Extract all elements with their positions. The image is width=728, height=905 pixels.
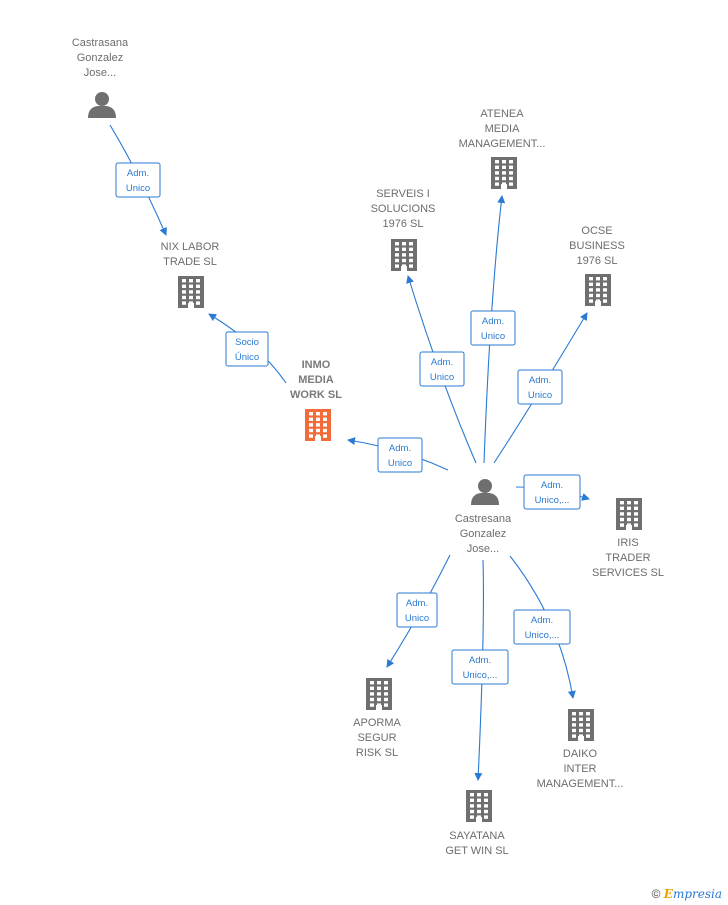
node-label-line: TRADE SL [163, 256, 217, 268]
node-atenea[interactable]: ATENEA MEDIA MANAGEMENT... [459, 108, 546, 189]
brand-logo: Empresia [663, 887, 722, 901]
building-icon [466, 790, 492, 822]
edge-person_center-to-aporma[interactable]: Adm. Unico [386, 554, 451, 668]
edge-label-line: Adm. [541, 480, 563, 491]
empresia-watermark: © Empresia [652, 887, 722, 901]
building-icon [305, 409, 331, 441]
edge-label-line: Único [235, 352, 259, 363]
node-label-line: NIX LABOR [161, 241, 220, 253]
edge-label-box[interactable] [225, 331, 269, 367]
node-label-line: WORK SL [290, 389, 342, 401]
edge-label-line: Adm. [431, 357, 453, 368]
node-label-line: 1976 SL [383, 218, 424, 230]
building-icon [568, 709, 594, 741]
edge-person_center-to-inmo[interactable]: Adm. Unico [347, 437, 449, 473]
edge-label-line: Unico [430, 372, 454, 383]
node-label-line: MANAGEMENT... [537, 778, 624, 790]
building-icon [585, 274, 611, 306]
node-label-line: Castresana [455, 513, 512, 525]
building-icon [178, 276, 204, 308]
node-sayatana[interactable]: SAYATANA GET WIN SL [445, 790, 509, 857]
edge-label-line: Socio [235, 337, 259, 348]
edge-label-line: Adm. [482, 316, 504, 327]
edge-person_center-to-daiko[interactable]: Adm. Unico,... [509, 555, 576, 699]
edge-label-box[interactable] [523, 474, 581, 510]
building-icon [616, 498, 642, 530]
node-label-line: BUSINESS [569, 240, 625, 252]
node-label-line: ATENEA [480, 108, 524, 120]
edge-label-line: Unico [126, 183, 150, 194]
node-label-line: APORMA [353, 717, 401, 729]
node-label-line: Gonzalez [77, 52, 123, 64]
edge-person_center-to-ocse[interactable]: Adm. Unico [493, 312, 588, 464]
node-inmo[interactable]: INMO MEDIA WORK SL [290, 359, 342, 441]
edge-person_center-to-atenea[interactable]: Adm. Unico [470, 195, 516, 464]
node-label-line: SERVEIS I [376, 188, 430, 200]
node-label-line: TRADER [605, 552, 650, 564]
node-label-line: MEDIA [485, 123, 521, 135]
node-daiko[interactable]: DAIKO INTER MANAGEMENT... [537, 709, 624, 790]
edge-label-line: Adm. [531, 615, 553, 626]
node-label-line: MANAGEMENT... [459, 138, 546, 150]
copyright-symbol: © [651, 887, 661, 901]
node-ocse[interactable]: OCSE BUSINESS 1976 SL [569, 225, 625, 306]
node-label-line: Jose... [84, 67, 116, 79]
edge-label-box[interactable] [470, 310, 516, 346]
edges-layer: Adm.UnicoSocioÚnicoAdm.UnicoAdm.UnicoAdm… [109, 124, 590, 781]
person-icon [88, 92, 116, 118]
node-label-line: RISK SL [356, 747, 398, 759]
edge-label-box[interactable] [396, 592, 438, 628]
edge-label-line: Unico [528, 390, 552, 401]
person-icon [471, 479, 499, 505]
edge-label-line: Adm. [406, 598, 428, 609]
edge-label-box[interactable] [419, 351, 465, 387]
edge-person_center-to-sayatana[interactable]: Adm. Unico,... [451, 559, 509, 781]
node-label-line: Gonzalez [460, 528, 506, 540]
building-icon [366, 678, 392, 710]
node-label-line: SERVICES SL [592, 567, 664, 579]
edge-label-line: Unico [481, 331, 505, 342]
edge-label-line: Adm. [529, 375, 551, 386]
edge-label-line: Unico,... [535, 495, 570, 506]
edge-person_center-to-serveis[interactable]: Adm. Unico [406, 275, 477, 464]
node-label-line: INMO [302, 359, 331, 371]
node-label-line: OCSE [581, 225, 612, 237]
node-label-line: INTER [564, 763, 597, 775]
node-label-line: Castrasana [72, 37, 129, 49]
node-iris[interactable]: IRIS TRADER SERVICES SL [592, 498, 664, 579]
edge-label-box[interactable] [517, 369, 563, 405]
building-icon [391, 239, 417, 271]
node-label-line: DAIKO [563, 748, 598, 760]
edge-label-line: Adm. [127, 168, 149, 179]
edge-label-line: Unico [405, 613, 429, 624]
node-label-line: GET WIN SL [445, 845, 508, 857]
edge-label-line: Unico,... [463, 670, 498, 681]
node-label-line: SOLUCIONS [371, 203, 436, 215]
node-aporma[interactable]: APORMA SEGUR RISK SL [353, 678, 401, 759]
node-nix[interactable]: NIX LABOR TRADE SL [161, 241, 220, 308]
edge-person_top-to-nix[interactable]: Adm. Unico [109, 124, 167, 236]
edge-label-line: Unico,... [525, 630, 560, 641]
node-label-line: SAYATANA [449, 830, 505, 842]
edge-label-line: Adm. [469, 655, 491, 666]
node-label-line: Jose... [467, 543, 499, 555]
edge-person_center-to-iris[interactable]: Adm. Unico,... [515, 474, 590, 510]
node-label-line: 1976 SL [577, 255, 618, 267]
building-icon [491, 157, 517, 189]
node-person_top[interactable]: CastrasanaGonzalezJose... [72, 37, 129, 118]
edge-label-box[interactable] [377, 437, 423, 473]
node-label-line: MEDIA [298, 374, 334, 386]
edge-label-line: Unico [388, 458, 412, 469]
edge-label-box[interactable] [451, 649, 509, 685]
edge-label-line: Adm. [389, 443, 411, 454]
node-label-line: SEGUR [357, 732, 396, 744]
node-serveis[interactable]: SERVEIS I SOLUCIONS 1976 SL [371, 188, 436, 271]
edge-label-box[interactable] [115, 162, 161, 198]
node-person_center[interactable]: CastresanaGonzalezJose... [455, 479, 512, 555]
node-label-line: IRIS [617, 537, 638, 549]
edge-label-box[interactable] [513, 609, 571, 645]
